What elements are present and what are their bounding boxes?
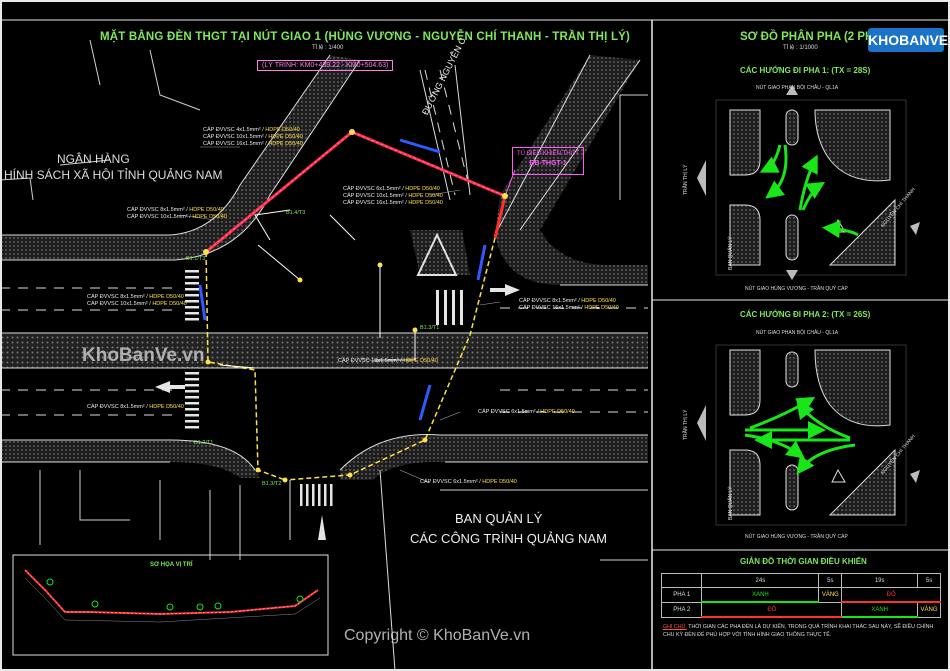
timing-note: GHI CHÚ: THỜI GIAN CÁC PHA ĐÈN LÀ DỰ KIẾ… — [663, 624, 934, 638]
cable-label: CÁP ĐVVSC 8x1.5mm² / HDPE D50/40 — [87, 404, 184, 410]
phase1-node-bottom: NÚT GIAO HÙNG VƯƠNG - TRẦN QUÝ CÁP — [745, 286, 848, 292]
location-title: SƠ HỌA VỊ TRÍ — [150, 562, 193, 568]
timing-row-label: PHA 1 — [660, 587, 703, 603]
yield-triangle — [416, 232, 458, 276]
signal-tag: B1.1/T3 — [186, 256, 206, 262]
cable-label: CÁP ĐVVSC 10x1.5mm² / HDPE D50/40 — [203, 134, 303, 140]
phase2-side-mid: BAN QUẢN LÝ — [728, 486, 734, 520]
timing-header: 19s — [841, 573, 919, 588]
timing-row-label: PHA 2 — [660, 601, 703, 618]
cable-label: CÁP ĐVVSC 8x1.5mm² / HDPE D50/40 — [87, 294, 184, 300]
phase1-node-top: NÚT GIAO PHAN BỘI CHÂU - QL1A — [756, 85, 839, 91]
cabinet-id: ĐB-THGT-1 — [529, 160, 567, 167]
chainage-label: (LÝ TRÌNH: KM0+439.22 - KM0+504.63) — [257, 60, 394, 71]
cable-label: CÁP ĐVVSC 8x1.5mm² / HDPE D50/40 — [519, 298, 616, 304]
cable-label: CÁP ĐVVSC 8x1.5mm² / HDPE D50/40 — [127, 207, 224, 213]
phase1-diagram — [697, 85, 920, 280]
timing-table: 24s 5s 19s 5s PHA 1 XANH VÀNG ĐỎ PHA 2 Đ… — [660, 573, 941, 618]
cable-label: CÁP ĐVVSC 10x1.5mm² / HDPE D50/40 — [343, 193, 443, 199]
phase1-side-left: TRẦN THỊ LÝ — [683, 164, 689, 195]
timing-cell-yellow: VÀNG — [917, 601, 941, 618]
phase2-title: CÁC HƯỚNG ĐI PHA 2: (TX = 26S) — [740, 310, 871, 319]
timing-header: 5s — [818, 573, 843, 588]
right-scale: Tỉ lệ : 1/1000 — [783, 45, 818, 51]
left-title: MẶT BẰNG ĐÈN THGT TẠI NÚT GIAO 1 (HÙNG V… — [100, 31, 631, 43]
board-label-1: BAN QUẢN LÝ — [455, 511, 543, 526]
cable-label: CÁP ĐVVSC 16x1.5mm² / HDPE D50/40 — [343, 200, 443, 206]
bank-label-2: HÍNH SÁCH XÃ HỘI TỈNH QUẢNG NAM — [4, 168, 223, 182]
cable-label: CÁP ĐVVSC 10x1.5mm² / HDPE D50/40 — [127, 214, 227, 220]
timing-title: GIẢN ĐỒ THỜI GIAN ĐIỀU KHIỂN — [740, 557, 867, 566]
signal-tag: B1.3/T1 — [420, 325, 440, 331]
signal-tag: B1.2/T1 — [194, 440, 214, 446]
timing-header-row: 24s 5s 19s 5s — [660, 573, 941, 588]
control-cabinet: TỦ ĐIỀU KHIỂN THGT ĐB-THGT-1 — [512, 147, 584, 175]
signal-tag: B1.3/T2 — [262, 481, 282, 487]
timing-row: PHA 1 XANH VÀNG ĐỎ — [660, 587, 941, 603]
phase2-node-bottom: NÚT GIAO HÙNG VƯƠNG - TRẦN QUÝ CÁP — [745, 534, 848, 540]
phase1-side-mid: BAN QUẢN LÝ — [728, 236, 734, 270]
median-main — [0, 333, 648, 368]
timing-cell-red: ĐỎ — [701, 601, 843, 618]
cable-label: CÁP ĐVVSC 4x1.5mm² / HDPE D50/40 — [203, 127, 300, 133]
phase1-title: CÁC HƯỚNG ĐI PHA 1: (TX = 28S) — [740, 66, 871, 75]
cable-label: CÁP ĐVVSC 16x1.5mm² / HDPE D50/40 — [519, 305, 619, 311]
sidewalk-sw — [0, 440, 260, 478]
right-title: SƠ ĐỒ PHÂN PHA (2 PHA — [740, 31, 882, 43]
timing-cell-green: XANH — [841, 601, 919, 618]
signal-tag: B1.4/T3 — [286, 210, 306, 216]
phase2-diagram — [697, 344, 920, 526]
timing-header: 24s — [701, 573, 820, 588]
cable-label: CÁP ĐVVSC 10x1.5mm² / HDPE D50/40 — [87, 301, 187, 307]
sidewalk-se — [340, 434, 648, 480]
bank-label-1: NGÂN HÀNG — [57, 152, 130, 166]
phase2-side-left: TRẦN THỊ LÝ — [683, 409, 689, 440]
location-map-frame — [12, 554, 329, 656]
copyright: Copyright © KhoBanVe.vn — [344, 627, 531, 644]
left-scale: Tỉ lệ : 1/400 — [312, 45, 344, 51]
watermark: KhoBanVe.vn — [82, 345, 205, 366]
timing-cell-red: ĐỎ — [841, 587, 941, 603]
timing-header: 5s — [917, 573, 941, 588]
board-label-2: CÁC CÔNG TRÌNH QUẢNG NAM — [410, 531, 607, 546]
sidewalk-ne — [495, 55, 648, 285]
cable-label: CÁP ĐVVSC 16x1.5mm² / HDPE D50/40 — [203, 141, 303, 147]
timing-cell-yellow: VÀNG — [818, 587, 843, 603]
timing-row: PHA 2 ĐỎ XANH VÀNG — [660, 601, 941, 618]
phase2-node-top: NÚT GIAO PHAN BỘI CHÂU - QL1A — [756, 330, 839, 336]
sidewalk-nw — [0, 55, 360, 260]
khobanve-logo: KHOBANVE — [868, 28, 948, 52]
timing-cell-green: XANH — [701, 587, 820, 603]
cable-label: CÁP ĐVVSC 6x1.5mm² / HDPE D50/40 — [478, 409, 575, 415]
cable-label: CÁP ĐVVSC 6x1.5mm² / HDPE D50/40 — [343, 186, 440, 192]
cable-label: CÁP ĐVVSC 6x1.5mm² / HDPE D50/40 — [420, 479, 517, 485]
cabinet-title: TỦ ĐIỀU KHIỂN THGT — [517, 151, 579, 157]
cable-label: CÁP ĐVVSC 10x1.5mm² / HDPE D50/40 — [338, 358, 438, 364]
